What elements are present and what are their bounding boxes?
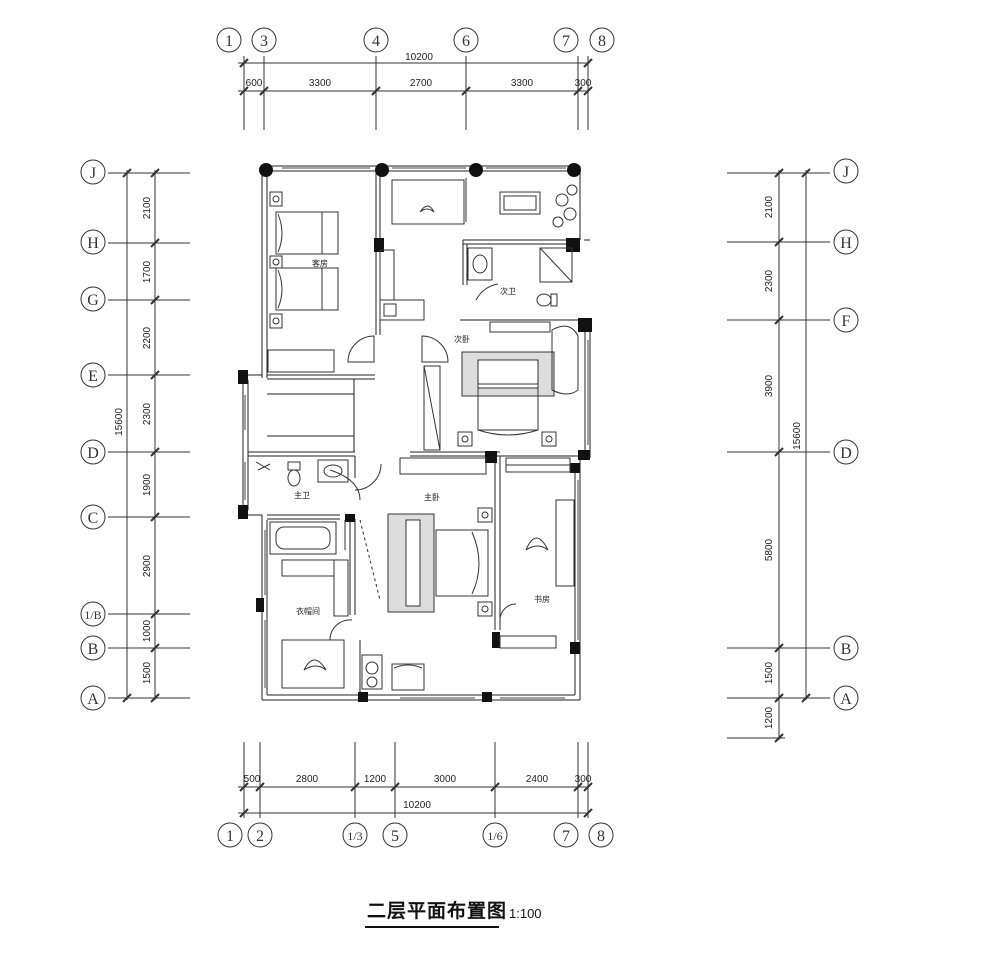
left-dim-8: 1500 [142,661,153,684]
bottom-axis-1: 1 [226,828,234,845]
left-axis-C: C [88,510,99,527]
drawing-title-block: 二层平面布置图 1:100 [363,896,563,936]
bottom-dimension-values: 500 2800 1200 3000 2400 300 10200 [244,774,592,811]
right-dim-1: 2100 [764,195,775,218]
top-dim-2: 3300 [309,78,332,89]
left-dim-6: 2900 [142,554,153,577]
top-total-dim: 10200 [405,52,433,63]
right-dim-5: 1500 [764,661,775,684]
left-dim-1: 2100 [142,196,153,219]
drawing-scale: 1:100 [509,906,542,921]
bottom-axis-labels: 1 2 1/3 5 1/6 7 8 [226,828,605,845]
bottom-dimension-lines [217,742,614,848]
second-bedroom-furniture [457,321,579,447]
bottom-total-dim: 10200 [403,800,431,811]
right-axis-H: H [840,235,852,252]
room-label-master-bath: 主卫 [294,490,310,500]
room-label-second-bath: 次卫 [500,286,516,296]
room-label-cloakroom: 衣帽间 [296,606,320,616]
right-axis-B: B [841,641,852,658]
top-dim-1: 600 [246,78,263,89]
top-axis-8: 8 [598,33,606,50]
bottom-dim-1: 500 [244,774,261,785]
bottom-dim-2: 2800 [296,774,319,785]
left-dimension-lines [80,159,190,711]
bottom-axis-5: 5 [391,828,399,845]
bottom-axis-2: 2 [256,828,264,845]
windows [244,167,589,699]
left-axis-D: D [87,445,99,462]
right-axis-A: A [840,691,852,708]
bottom-axis-7: 7 [562,828,570,845]
bottom-dim-4: 3000 [434,774,457,785]
bottom-dim-3: 1200 [364,774,387,785]
left-dim-2: 1700 [142,260,153,283]
left-axis-labels: J H G E D C 1/B B A [84,165,101,708]
right-dim-4: 5800 [764,538,775,561]
guest-room-furniture [267,191,339,373]
left-dim-4: 2300 [142,402,153,425]
left-dim-3: 2200 [142,326,153,349]
top-axis-4: 4 [372,33,380,50]
left-axis-B: B [88,641,99,658]
right-axis-D: D [840,445,852,462]
top-axis-7: 7 [562,33,570,50]
left-axis-A: A [87,691,99,708]
bottom-axis-1-6: 1/6 [487,829,502,843]
bottom-axis-8: 8 [597,828,605,845]
left-axis-G: G [87,292,99,309]
right-dim-3: 3900 [764,374,775,397]
left-dim-7: 1000 [142,619,153,642]
left-dimension-values: 15600 2100 1700 2200 2300 1900 2900 1000… [114,196,153,684]
right-total-dim: 15600 [792,422,803,450]
room-label-second-bedroom: 次卧 [454,334,470,344]
right-axis-J: J [843,164,849,181]
top-axis-3: 3 [260,33,268,50]
left-axis-1-B: 1/B [84,608,101,622]
bottom-axis-1-3: 1/3 [347,829,362,843]
top-dim-4: 3300 [511,78,534,89]
title-underline [365,926,499,928]
left-dim-5: 1900 [142,473,153,496]
room-label-master-bedroom: 主卧 [424,492,440,502]
top-dimension-lines [216,27,615,130]
master-bedroom-furniture [354,457,493,617]
right-dimension-values: 2100 2300 3900 5800 1500 1200 15600 [764,195,803,729]
room-label-study: 书房 [534,594,550,604]
cloakroom-furniture [281,559,425,691]
top-dimension-values: 10200 600 3300 2700 3300 300 [246,52,592,89]
master-bath-fixtures [255,459,361,555]
second-bath-fixtures [467,184,578,307]
room-labels: 客房 次卫 次卧 主卫 主卧 衣帽间 书房 [294,258,550,616]
right-axis-F: F [842,313,851,330]
left-axis-H: H [87,235,99,252]
top-dim-3: 2700 [410,78,433,89]
drawing-title: 二层平面布置图 [367,900,508,922]
right-axis-labels: J H F D B A [840,164,852,708]
right-dim-6: 1200 [764,706,775,729]
top-axis-6: 6 [462,33,470,50]
bottom-dim-6: 300 [575,774,592,785]
top-axis-labels: 1 3 4 6 7 8 [225,33,606,50]
left-total-dim: 15600 [114,408,125,436]
right-dimension-lines [727,158,859,743]
study-furniture [499,457,575,649]
right-dim-2: 2300 [764,269,775,292]
closet-and-doors [347,178,467,451]
building-walls [242,165,591,701]
top-dim-5: 300 [575,78,592,89]
top-axis-1: 1 [225,33,233,50]
left-axis-E: E [88,368,98,385]
bottom-dim-5: 2400 [526,774,549,785]
left-axis-J: J [90,165,96,182]
room-label-guest: 客房 [312,258,328,268]
